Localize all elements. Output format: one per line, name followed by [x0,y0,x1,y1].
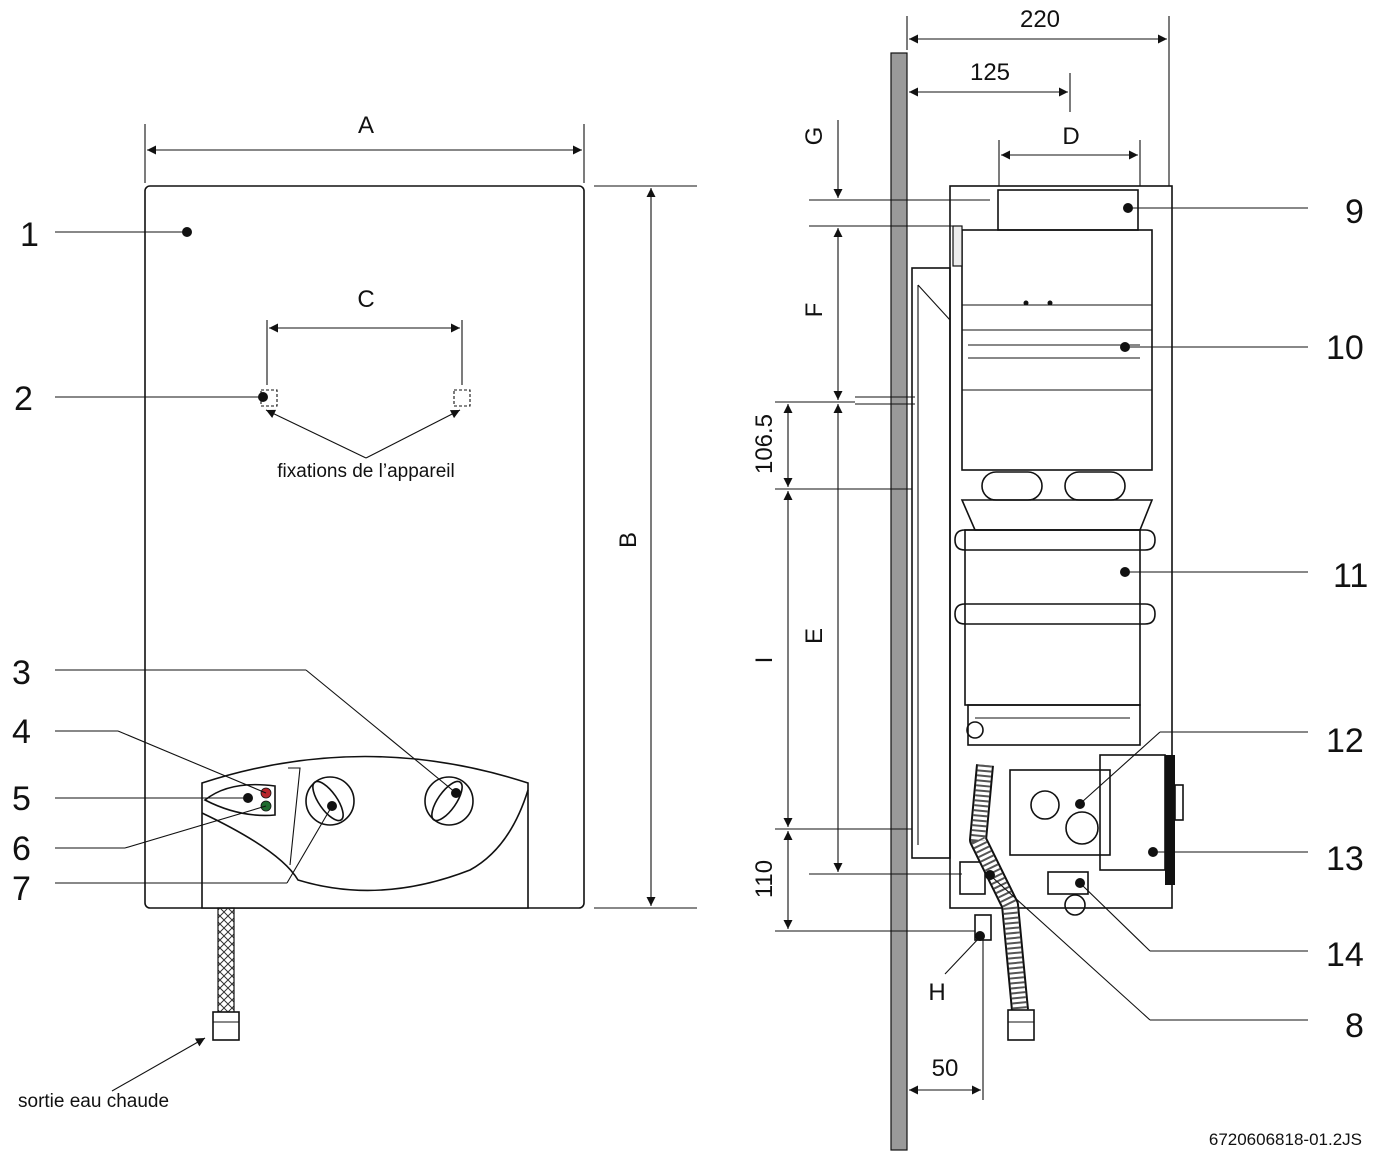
dim-125: 125 [970,59,1010,86]
callout-6: 6 [12,805,267,868]
svg-text:10: 10 [1326,329,1364,367]
fixing-point-right [453,389,471,407]
callout-5: 5 [12,780,247,818]
callout-7: 7 [12,805,333,908]
pilot-indicator [243,793,253,803]
dim-50: 50 [932,1055,959,1082]
svg-text:8: 8 [1345,1007,1364,1045]
svg-text:1: 1 [20,216,39,254]
drawing-reference: 6720606818-01.2JS [1209,1130,1362,1149]
svg-text:12: 12 [1326,722,1364,760]
combustion-chamber [961,229,1153,471]
svg-text:4: 4 [12,713,31,751]
dim-106-5: 106.5 [751,414,778,474]
callout-9: 9 [1123,193,1364,231]
svg-text:3: 3 [12,654,31,692]
dim-label-h: H [928,979,945,1006]
hot-water-fitting [212,1011,240,1041]
back-bracket [911,267,951,859]
callout-1: 1 [20,216,192,254]
callout-2: 2 [14,380,268,418]
side-view: 220 125 D [751,6,1368,1151]
callout-13: 13 [1148,840,1364,878]
dim-label-g: G [801,127,828,146]
dim-label-e: E [801,628,828,644]
callout-8: 8 [985,870,1364,1045]
callout-11: 11 [1120,557,1368,595]
svg-text:5: 5 [12,780,31,818]
svg-text:13: 13 [1326,840,1364,878]
callout-14: 14 [1075,878,1364,974]
dim-label-a: A [358,112,374,139]
dim-label-f: F [801,303,828,318]
svg-text:9: 9 [1345,193,1364,231]
dim-label-i: I [751,657,778,664]
water-valve [1009,769,1111,856]
dim-110: 110 [751,860,778,898]
dim-label-d: D [1062,123,1079,150]
svg-text:11: 11 [1333,557,1368,595]
callout-10: 10 [1120,329,1364,367]
callout-3: 3 [12,654,457,794]
dim-220: 220 [1020,6,1060,33]
svg-text:14: 14 [1326,936,1364,974]
svg-text:6: 6 [12,830,31,868]
callout-12: 12 [1075,722,1364,809]
svg-text:7: 7 [12,870,31,908]
control-panel [201,755,529,909]
dim-label-b: B [615,532,642,548]
hot-water-hose [217,907,235,1015]
wall [890,52,908,1151]
svg-text:2: 2 [14,380,33,418]
callout-4: 4 [12,713,267,794]
front-view: A B C fixations de l’appareil [12,112,697,1112]
sortie-label: sortie eau chaude [18,1091,169,1112]
hose-fitting [1007,1009,1035,1041]
fixations-label: fixations de l’appareil [277,461,454,482]
dim-label-c: C [357,286,374,313]
